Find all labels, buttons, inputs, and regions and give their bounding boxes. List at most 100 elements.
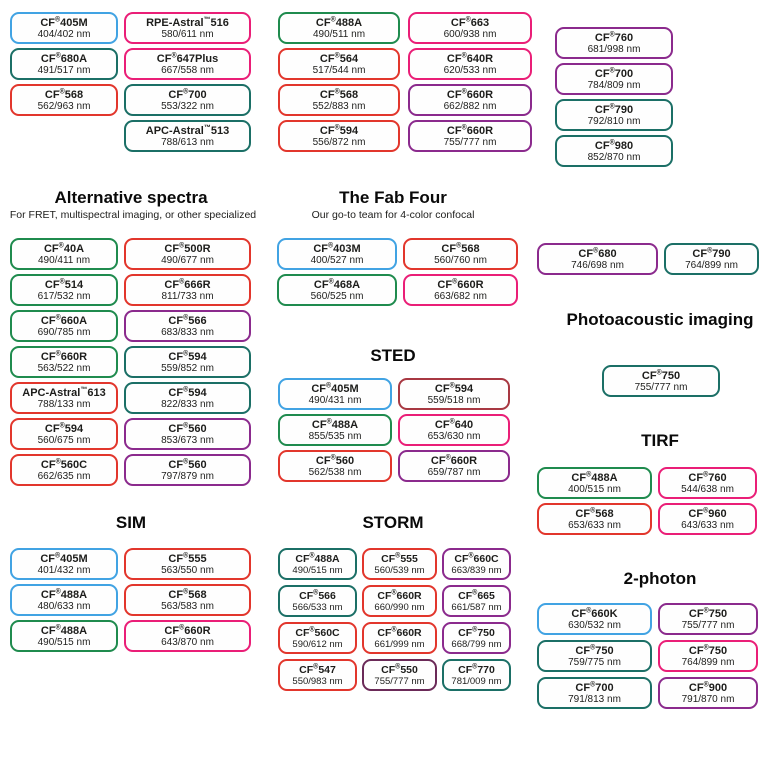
dye-ex-em-range: 563/583 nm [161,600,214,612]
dye-name: CF®560 [315,453,355,467]
dye-ex-em-range: 811/733 nm [161,290,214,302]
dye-ex-em-range: 661/587 nm [451,601,502,613]
dye-name: CF®568 [168,587,207,601]
dye-ex-em-range: 552/883 nm [312,100,366,112]
dye-ex-em-range: 746/698 nm [571,259,624,271]
dye-ex-em-range: 563/550 nm [161,564,214,576]
dye-ex-em-range: 401/432 nm [37,564,91,576]
dye-name: CF®560 [168,421,207,435]
dye-name: CF®700 [168,87,207,101]
section-title-photoacoustic-imaging: Photoacoustic imaging [566,310,754,329]
dye-name: CF®750 [688,606,728,620]
dye-name: CF®488A [311,417,359,431]
dye-ex-em-range: 788/133 nm [37,398,91,410]
dye-name: CF®488A [40,587,88,601]
dye-name: CF®568 [319,87,359,101]
dye-ex-em-range: 653/633 nm [568,519,621,531]
dye-name: CF®790 [594,102,634,116]
dye-ex-em-range: 563/522 nm [37,362,91,374]
dye-ex-em-range: 781/009 nm [451,675,502,687]
dye-name: CF®488A [571,470,618,484]
dye-name: CF®980 [594,138,634,152]
dye-ex-em-range: 755/777 nm [443,136,497,148]
dye-name: CF®594 [319,123,359,137]
dye-name: CF®594 [168,349,207,363]
dye-name: CF®660R [437,277,484,291]
dye-ex-em-range: 559/518 nm [427,394,481,406]
dye-name: CF®403M [313,241,361,255]
dye-name: CF®514 [44,277,84,291]
dye-ex-em-range: 755/777 nm [634,381,688,393]
dye-ex-em-range: 620/533 nm [443,64,497,76]
dye-ex-em-range: 490/411 nm [37,254,91,266]
dye-name: CF®488A [315,15,363,29]
section-title-alternative-spectra: Alternative spectra [54,188,208,207]
dye-ex-em-range: 659/787 nm [427,466,481,478]
dye-name: CF®760 [688,470,727,484]
dye-name: CF®900 [688,680,728,694]
dye-name: CF®500R [164,241,211,255]
dye-name: CF®680A [40,51,88,65]
dye-name: CF®40A [43,241,85,255]
dye-ex-em-range: 490/431 nm [308,394,362,406]
dye-name: CF®568 [575,506,614,520]
dye-name: CF®647Plus [156,51,219,65]
dye-name: CF®700 [594,66,634,80]
dye-name: CF®660A [40,313,88,327]
dye-name: CF®750 [575,643,614,657]
dye-ex-em-range: 663/839 nm [451,564,502,576]
dye-ex-em-range: 400/515 nm [568,483,621,495]
dye-name: CF®700 [575,680,614,694]
dye-ex-em-range: 759/775 nm [568,656,621,668]
dye-ex-em-range: 755/777 nm [681,619,735,631]
dye-name: CF®640 [434,417,474,431]
dye-name: CF®660R [377,626,422,639]
dye-ex-em-range: 784/809 nm [587,79,641,91]
dye-name: CF®594 [44,421,84,435]
dye-ex-em-range: 404/402 nm [37,28,91,40]
dye-name: CF®770 [458,663,495,676]
dye-ex-em-range: 683/833 nm [161,326,214,338]
dye-name: CF®555 [381,552,418,565]
dye-name: CF®564 [319,51,359,65]
dye-ex-em-range: 661/999 nm [374,638,425,650]
dye-ex-em-range: 681/998 nm [587,43,641,55]
